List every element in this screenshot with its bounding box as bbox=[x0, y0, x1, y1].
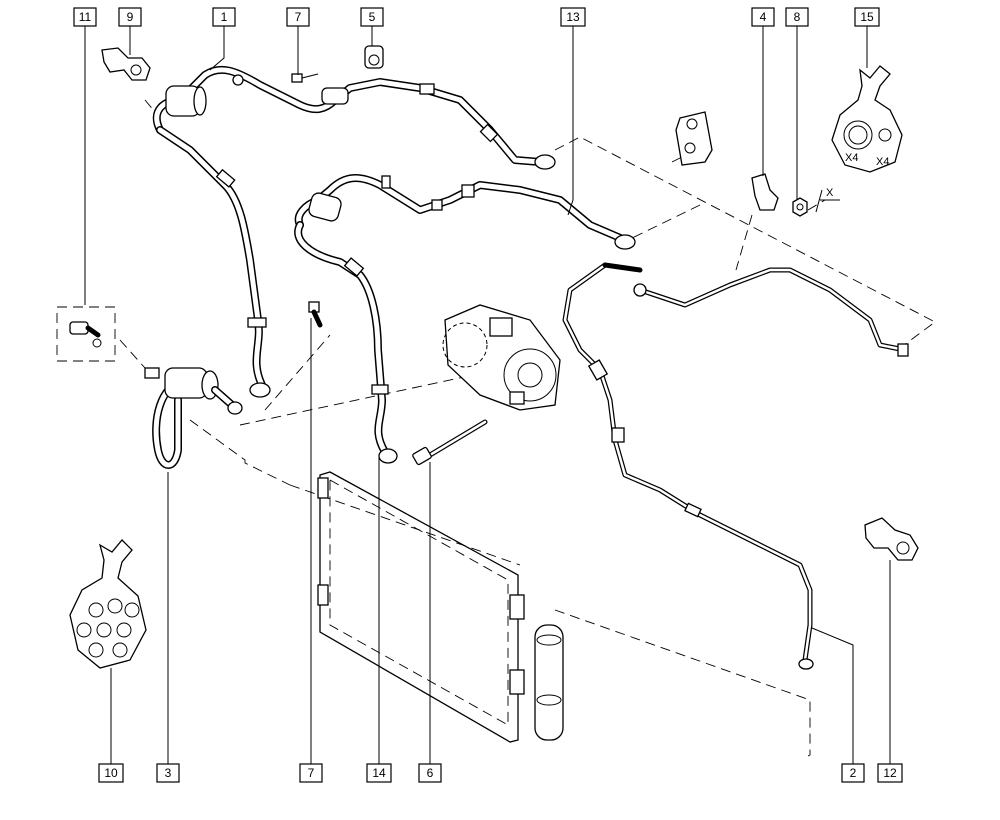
callout-15: 15 bbox=[854, 7, 880, 27]
hose-14 bbox=[294, 174, 636, 464]
callout-13: 13 bbox=[560, 7, 586, 27]
pipe-2 bbox=[562, 262, 909, 670]
o-ring-kit-10 bbox=[69, 539, 147, 669]
bolt-7 bbox=[291, 73, 323, 328]
svg-text:4: 4 bbox=[760, 10, 767, 24]
expansion-valve bbox=[675, 111, 713, 166]
svg-text:1: 1 bbox=[221, 10, 228, 24]
callout-8: 8 bbox=[785, 7, 809, 27]
hose-1 bbox=[152, 65, 556, 398]
callout-11: 11 bbox=[73, 7, 97, 27]
svg-text:15: 15 bbox=[860, 10, 874, 24]
svg-text:7: 7 bbox=[295, 10, 302, 24]
callout-1: 1 bbox=[212, 7, 236, 27]
bracket-4 bbox=[751, 173, 779, 211]
callout-5: 5 bbox=[360, 7, 384, 27]
compressor bbox=[442, 304, 561, 411]
callout-3: 3 bbox=[156, 763, 180, 783]
pressure-switch-11 bbox=[56, 306, 116, 362]
hose-union bbox=[321, 87, 349, 105]
callout-4: 4 bbox=[751, 7, 775, 27]
nut-8 bbox=[792, 197, 808, 217]
callout-14: 14 bbox=[366, 763, 392, 783]
svg-text:5: 5 bbox=[369, 10, 376, 24]
svg-text:8: 8 bbox=[794, 10, 801, 24]
svg-text:13: 13 bbox=[566, 10, 580, 24]
svg-text:3: 3 bbox=[165, 766, 172, 780]
dehydrator-bottle bbox=[534, 624, 564, 741]
qty-label-right: X4 bbox=[876, 156, 889, 168]
clamp-9 bbox=[101, 47, 151, 81]
callout-6: 6 bbox=[418, 763, 442, 783]
svg-text:10: 10 bbox=[104, 766, 118, 780]
callout-10: 10 bbox=[98, 763, 124, 783]
svg-text:2: 2 bbox=[850, 766, 857, 780]
svg-text:11: 11 bbox=[79, 10, 92, 24]
callout-7-top: 7 bbox=[286, 7, 310, 27]
clamp-12 bbox=[864, 517, 919, 561]
svg-text:12: 12 bbox=[883, 766, 897, 780]
callout-7-bottom: 7 bbox=[299, 763, 323, 783]
bolt-6 bbox=[412, 419, 488, 466]
callout-12: 12 bbox=[877, 763, 903, 783]
callout-9: 9 bbox=[118, 7, 142, 27]
seal-kit-15: X4 X4 bbox=[831, 65, 903, 173]
hose-3 bbox=[144, 367, 243, 469]
leader-lines bbox=[84, 26, 891, 764]
svg-text:7: 7 bbox=[308, 766, 315, 780]
svg-text:6: 6 bbox=[427, 766, 434, 780]
svg-text:9: 9 bbox=[127, 10, 134, 24]
callout-2: 2 bbox=[841, 763, 865, 783]
clip-5 bbox=[364, 45, 384, 69]
svg-text:14: 14 bbox=[372, 766, 386, 780]
assembly-guide-lines bbox=[119, 99, 936, 757]
view-x-marker: X bbox=[815, 187, 840, 213]
qty-label-left: X4 bbox=[845, 152, 858, 164]
view-x-label: X bbox=[826, 187, 834, 199]
condenser bbox=[317, 471, 564, 743]
